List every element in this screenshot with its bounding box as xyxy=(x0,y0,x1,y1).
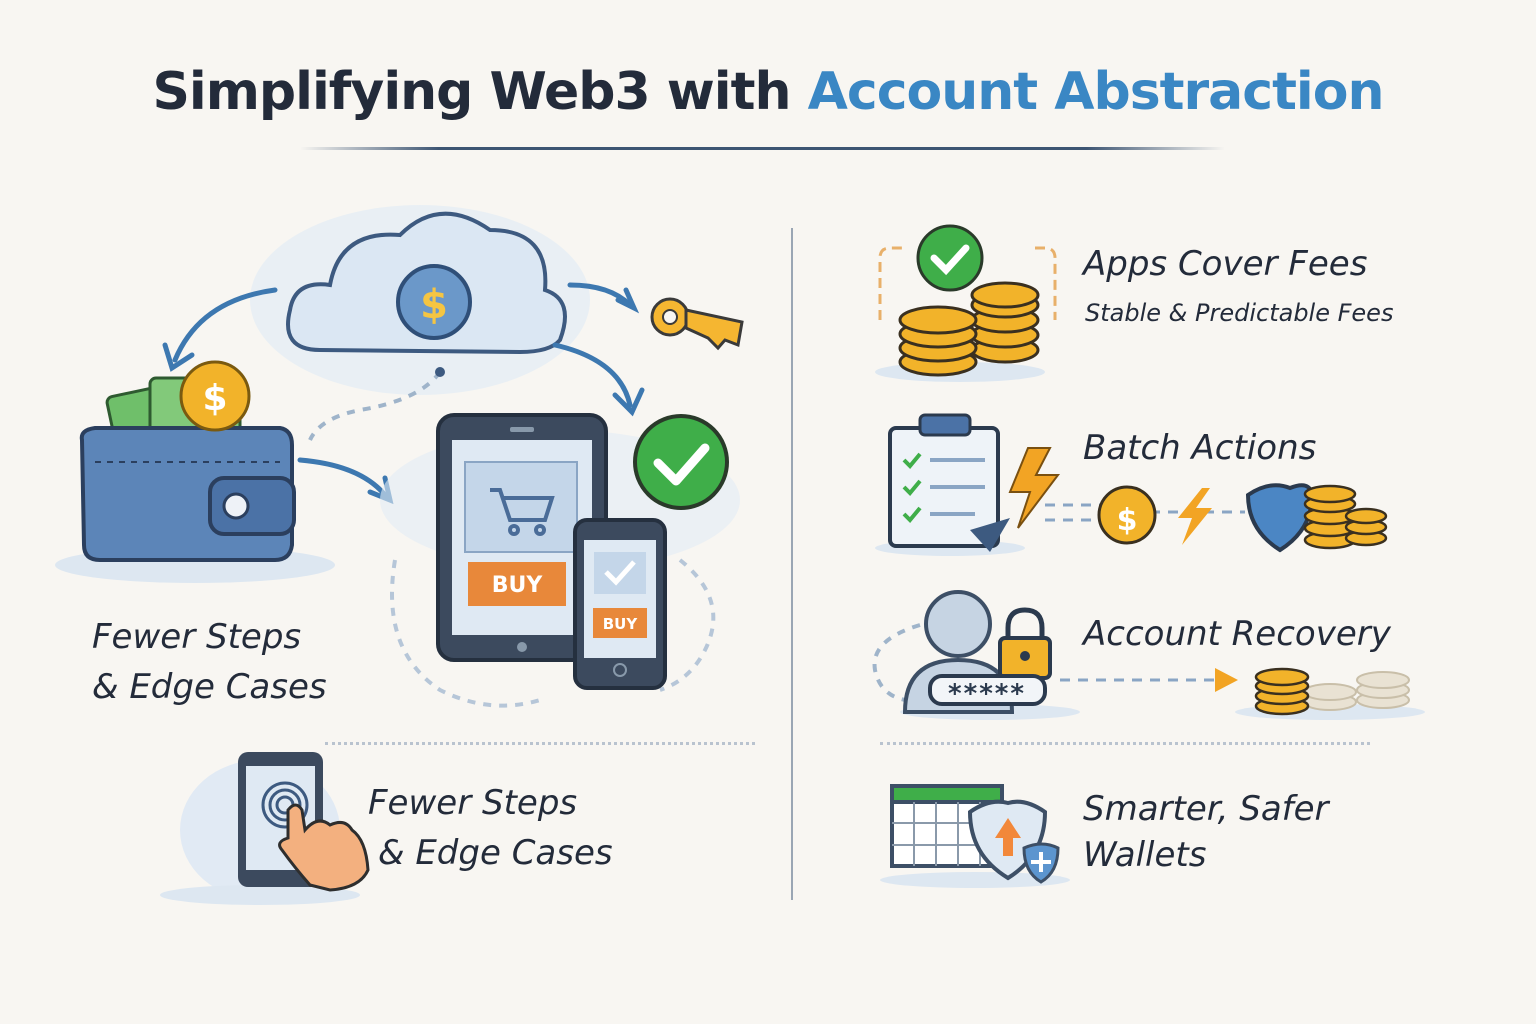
label-line: Fewer Steps xyxy=(92,617,302,657)
smart-wallet-icon xyxy=(880,784,1070,888)
title-main: Simplifying Web3 with xyxy=(152,62,791,122)
cloud-icon: $ xyxy=(286,211,567,355)
fewer-steps-label-2: Fewer Steps & Edge Cases xyxy=(368,778,613,878)
dotted-separator xyxy=(880,742,1370,745)
password-field: ***** xyxy=(948,679,1026,709)
title-accent: Account Abstraction xyxy=(807,62,1385,122)
wallet-icon: $ xyxy=(79,360,296,562)
lock-icon xyxy=(998,607,1052,680)
title-line: Smarter, Safer xyxy=(1083,789,1329,829)
item-title: Account Recovery xyxy=(1083,614,1391,654)
batch-actions-icon: $ xyxy=(875,413,1388,556)
label-line: & Edge Cases xyxy=(92,667,327,707)
dotted-separator xyxy=(325,742,755,745)
column-divider xyxy=(791,228,793,900)
svg-text:$: $ xyxy=(202,378,227,419)
phone-icon: BUY xyxy=(573,518,667,690)
fewer-steps-label-1: Fewer Steps & Edge Cases xyxy=(92,612,327,712)
payment-flow-illustration: $ $ BUY xyxy=(55,205,744,708)
coins-fees-icon xyxy=(875,224,1057,382)
item-title: Batch Actions xyxy=(1083,428,1317,468)
tablet-buy-button[interactable]: BUY xyxy=(492,573,544,598)
phone-buy-button[interactable]: BUY xyxy=(603,615,639,633)
item-subtitle: Stable & Predictable Fees xyxy=(1085,299,1394,327)
tablet-icon: BUY xyxy=(436,413,608,662)
item-title: Smarter, Safer Wallets xyxy=(1083,786,1329,878)
svg-text:$: $ xyxy=(1117,503,1138,538)
touch-phone-illustration xyxy=(160,752,370,905)
title-underline xyxy=(300,147,1225,150)
check-icon xyxy=(633,414,729,510)
label-line: Fewer Steps xyxy=(368,783,578,823)
item-title: Apps Cover Fees xyxy=(1083,244,1368,284)
key-icon xyxy=(650,297,744,351)
page-title: Simplifying Web3 with Account Abstractio… xyxy=(0,62,1536,122)
account-recovery-icon: ***** xyxy=(872,590,1425,720)
svg-text:$: $ xyxy=(420,282,448,328)
cart-icon xyxy=(490,488,555,536)
title-line: Wallets xyxy=(1083,835,1207,875)
label-line: & Edge Cases xyxy=(378,833,613,873)
hand-icon xyxy=(278,803,370,892)
